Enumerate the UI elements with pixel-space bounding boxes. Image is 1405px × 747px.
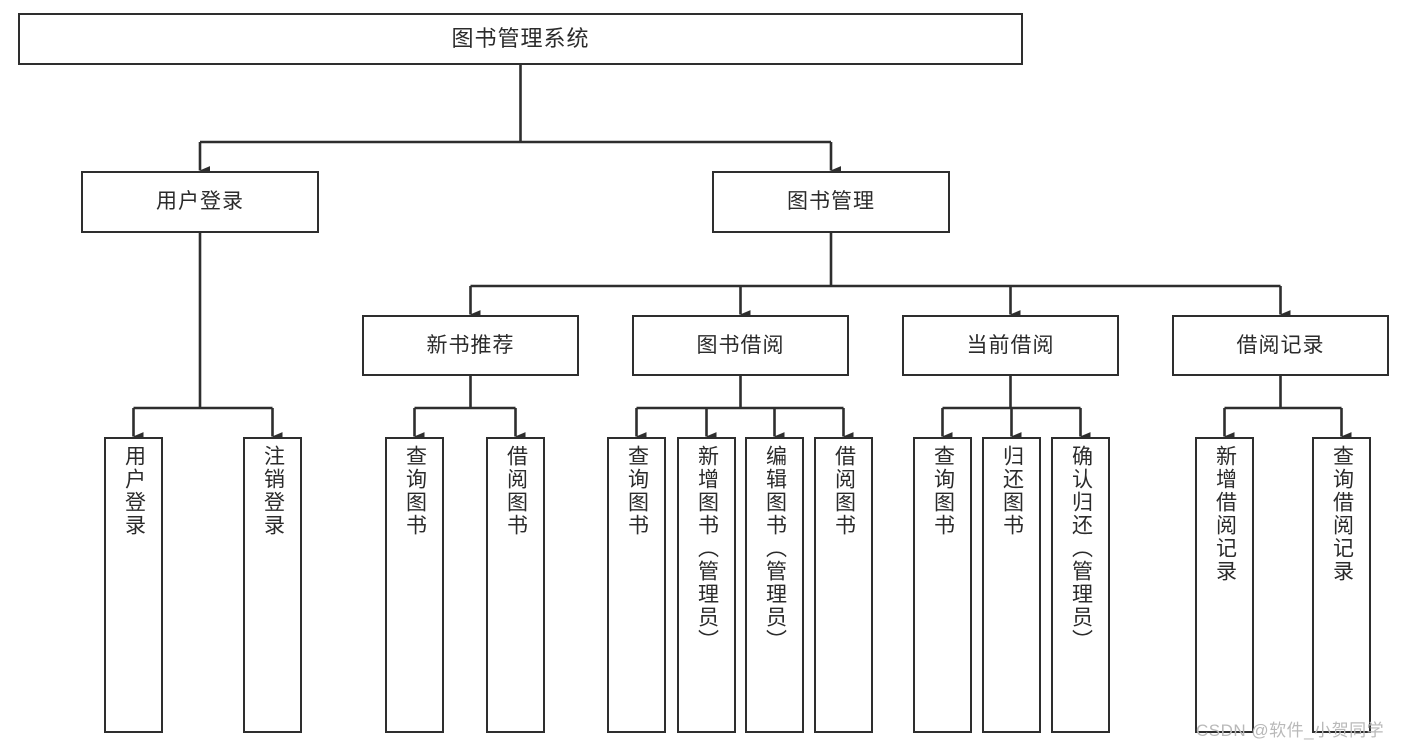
node-leaf-login[interactable]: 用户登录 <box>104 437 163 733</box>
node-leaf-br-add[interactable]: 新增借阅记录 <box>1195 437 1254 733</box>
node-user-login[interactable]: 用户登录 <box>81 171 319 233</box>
node-leaf-bb-query[interactable]: 查询图书 <box>607 437 666 733</box>
node-label: 图书管理系统 <box>451 25 590 51</box>
node-label: 查询图书 <box>625 445 649 537</box>
node-label: 新书推荐 <box>426 333 515 357</box>
node-leaf-cb-return[interactable]: 归还图书 <box>982 437 1041 733</box>
node-label: 新增借阅记录 <box>1213 445 1237 583</box>
node-label: 借阅图书 <box>832 445 856 537</box>
node-leaf-cb-confirm[interactable]: 确认归还（管理员） <box>1051 437 1110 733</box>
node-book-manage[interactable]: 图书管理 <box>712 171 950 233</box>
node-leaf-rec-borrow[interactable]: 借阅图书 <box>486 437 545 733</box>
node-leaf-logout[interactable]: 注销登录 <box>243 437 302 733</box>
node-label: 当前借阅 <box>966 333 1055 357</box>
node-leaf-bb-edit[interactable]: 编辑图书（管理员） <box>745 437 804 733</box>
node-label: 用户登录 <box>122 445 146 537</box>
node-label: 用户登录 <box>156 190 244 214</box>
node-label: 借阅图书 <box>504 445 528 537</box>
node-label: 归还图书 <box>1000 445 1024 537</box>
node-label: 图书借阅 <box>696 333 785 357</box>
node-new-book-rec[interactable]: 新书推荐 <box>362 315 579 376</box>
node-label: 注销登录 <box>261 445 285 537</box>
node-book-borrow[interactable]: 图书借阅 <box>632 315 849 376</box>
node-borrow-record[interactable]: 借阅记录 <box>1172 315 1389 376</box>
node-current-borrow[interactable]: 当前借阅 <box>902 315 1119 376</box>
node-label: 查询图书 <box>403 445 427 537</box>
node-label: 编辑图书（管理员） <box>763 445 787 652</box>
node-label: 确认归还（管理员） <box>1069 445 1093 652</box>
csdn-watermark: CSDN @软件_小贺同学 <box>1196 721 1385 740</box>
node-label: 图书管理 <box>787 190 875 214</box>
node-root[interactable]: 图书管理系统 <box>18 13 1023 65</box>
node-leaf-bb-borrow[interactable]: 借阅图书 <box>814 437 873 733</box>
node-leaf-cb-query[interactable]: 查询图书 <box>913 437 972 733</box>
node-label: 新增图书（管理员） <box>695 445 719 652</box>
node-leaf-br-query[interactable]: 查询借阅记录 <box>1312 437 1371 733</box>
node-leaf-rec-query[interactable]: 查询图书 <box>385 437 444 733</box>
node-label: 查询图书 <box>931 445 955 537</box>
node-leaf-bb-add[interactable]: 新增图书（管理员） <box>677 437 736 733</box>
node-label: 借阅记录 <box>1236 333 1325 357</box>
node-label: 查询借阅记录 <box>1330 445 1354 583</box>
